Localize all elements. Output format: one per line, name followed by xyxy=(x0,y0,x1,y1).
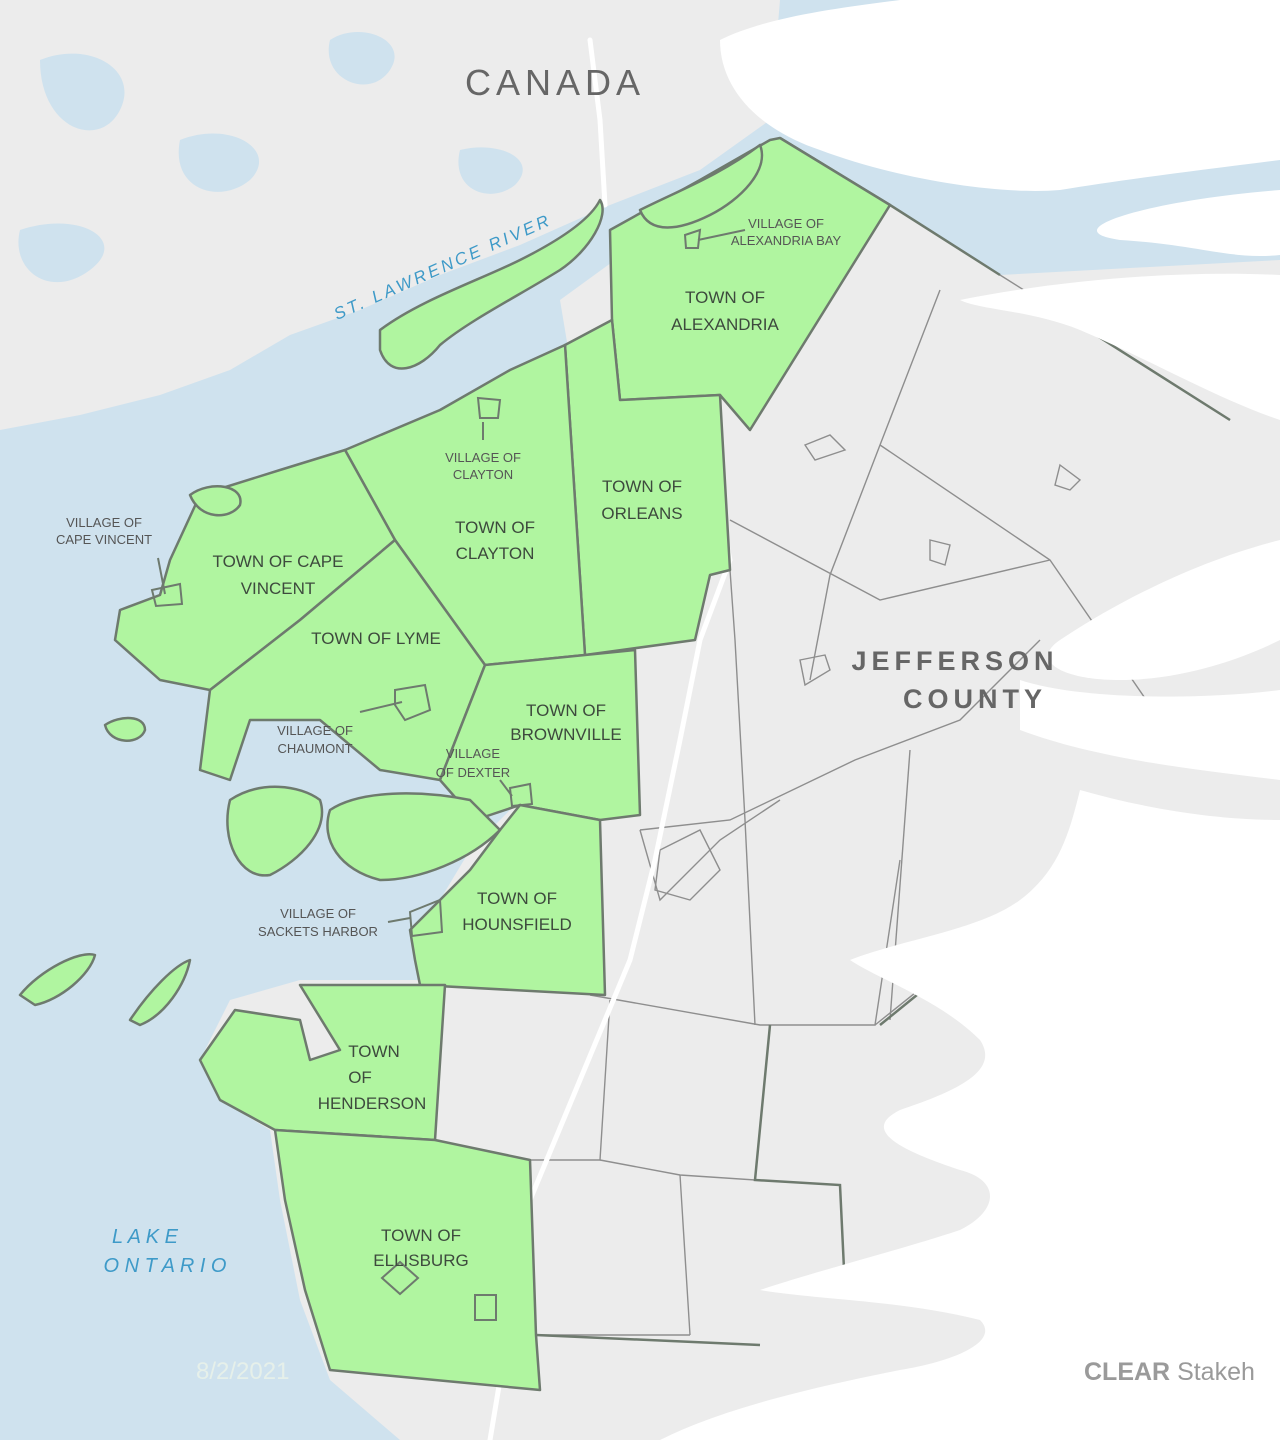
village-cape-vincent-label-1: VILLAGE OF xyxy=(66,515,142,530)
town-orleans-label-1: TOWN OF xyxy=(602,477,682,496)
town-cape-vincent-label-1: TOWN OF CAPE xyxy=(213,552,344,571)
town-henderson-label-1: TOWN xyxy=(348,1042,400,1061)
canada-lakes xyxy=(18,31,523,283)
town-clayton-label-2: CLAYTON xyxy=(456,544,535,563)
town-cape-vincent-label-2: VINCENT xyxy=(241,579,316,598)
footer-brand: CLEAR Stakeh xyxy=(1084,1358,1255,1387)
village-boundaries xyxy=(150,228,746,1321)
village-sackets-harbor-label-1: VILLAGE OF xyxy=(280,906,356,921)
torn-overlay xyxy=(660,0,1280,1440)
canada-landmass xyxy=(0,0,780,430)
stony-island xyxy=(128,958,192,1027)
chaumont-peninsula xyxy=(326,792,502,882)
town-alexandria-label-1: TOWN OF xyxy=(685,288,765,307)
canada-label: CANADA xyxy=(465,62,645,103)
village-alexandria-bay-label-2: ALEXANDRIA BAY xyxy=(731,233,842,248)
town-orleans-shape xyxy=(563,318,732,657)
village-alexandria-bay-label-1: VILLAGE OF xyxy=(748,216,824,231)
grindstone-island xyxy=(638,143,764,229)
town-ellisburg-label-1: TOWN OF xyxy=(381,1226,461,1245)
town-alexandria-label-2: ALEXANDRIA xyxy=(671,315,779,334)
village-chaumont-label-1: VILLAGE OF xyxy=(277,723,353,738)
town-hounsfield-label-2: HOUNSFIELD xyxy=(462,915,572,934)
town-cape-vincent-shape xyxy=(113,448,397,692)
town-brownville-label-2: BROWNVILLE xyxy=(510,725,621,744)
town-clayton-label-1: TOWN OF xyxy=(455,518,535,537)
footer-date: 8/2/2021 xyxy=(196,1358,290,1385)
wolfe-islands xyxy=(378,198,604,370)
town-orleans-label-2: ORLEANS xyxy=(601,504,682,523)
town-henderson-label-3: HENDERSON xyxy=(318,1094,427,1113)
village-chaumont-label-2: CHAUMONT xyxy=(277,741,352,756)
galloo-island xyxy=(18,952,97,1007)
grenadier-island xyxy=(103,716,147,742)
village-clayton-label-2: CLAYTON xyxy=(453,467,513,482)
town-henderson-shape xyxy=(198,983,447,1142)
town-brownville-label-1: TOWN OF xyxy=(526,701,606,720)
highlighted-towns xyxy=(18,136,892,1392)
point-peninsula xyxy=(226,785,324,877)
village-clayton-label-1: VILLAGE OF xyxy=(445,450,521,465)
village-dexter-label-1: VILLAGE xyxy=(446,746,501,761)
county-label-line1: JEFFERSON xyxy=(851,646,1058,676)
footer-brand-bold: CLEAR xyxy=(1084,1358,1171,1386)
lake-label-line1: L A K E xyxy=(112,1226,179,1248)
village-dexter-label-2: OF DEXTER xyxy=(436,765,510,780)
town-hounsfield-shape xyxy=(408,803,607,997)
county-label-line2: COUNTY xyxy=(903,684,1047,714)
town-lyme-label: TOWN OF LYME xyxy=(311,629,441,648)
lake-label-line2: O N T A R I O xyxy=(104,1255,227,1277)
town-ellisburg-label-2: ELLISBURG xyxy=(373,1251,468,1270)
village-sackets-harbor-label-2: SACKETS HARBOR xyxy=(258,924,378,939)
town-hounsfield-label-1: TOWN OF xyxy=(477,889,557,908)
footer-brand-rest: Stakeh xyxy=(1177,1358,1255,1386)
other-town-boundaries xyxy=(530,274,1231,1336)
village-cape-vincent-label-2: CAPE VINCENT xyxy=(56,532,152,547)
town-henderson-label-2: OF xyxy=(348,1068,372,1087)
town-ellisburg-shape xyxy=(273,1128,542,1392)
carleton-island xyxy=(188,485,242,517)
